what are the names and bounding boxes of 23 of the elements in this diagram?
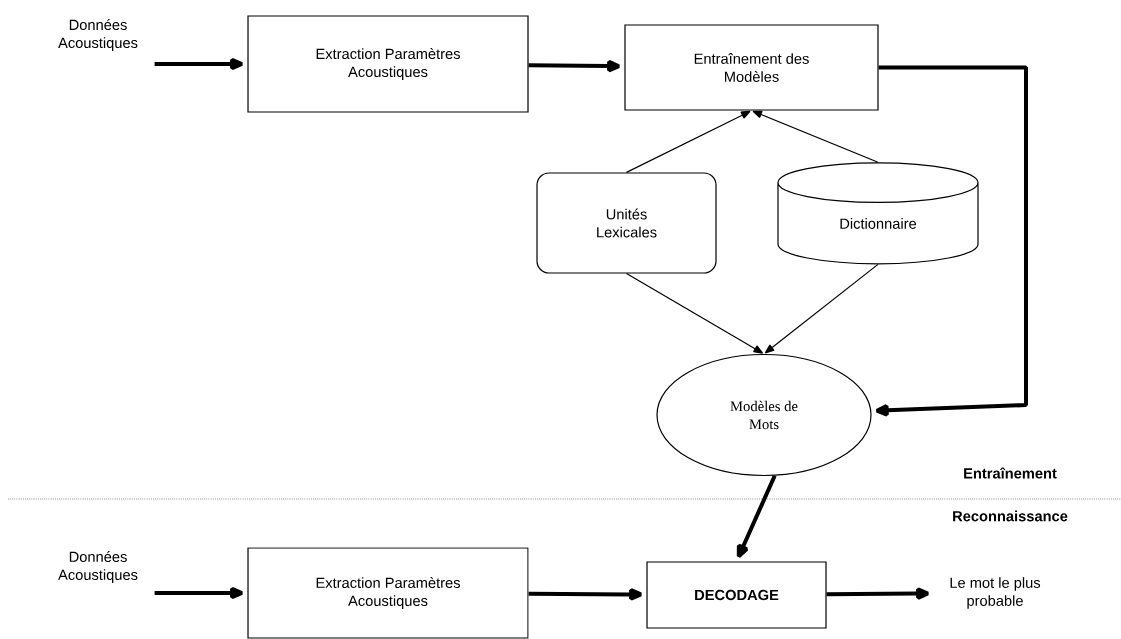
arrow xyxy=(874,65,1028,417)
section-label: Reconnaissance xyxy=(953,510,1068,522)
database-cylinder: Dictionnaire xyxy=(777,162,979,265)
arrow xyxy=(154,57,244,71)
ellipse-node: Modèles de Mots xyxy=(656,353,872,477)
arrow xyxy=(528,59,621,73)
arrow xyxy=(764,263,879,354)
output-label: Le mot le plus probable xyxy=(950,577,1041,609)
process-box: Entraînement des Modèles xyxy=(624,24,879,111)
rounded-box: Unités Lexicales xyxy=(536,172,717,274)
process-box: Extraction Paramètres Acoustiques xyxy=(247,547,529,639)
source-label: Données Acoustiques xyxy=(58,19,138,51)
arrow xyxy=(625,110,751,173)
arrow xyxy=(154,586,244,600)
decoder-box: DECODAGE xyxy=(646,561,827,629)
section-label: Entraînement xyxy=(964,467,1057,479)
source-label: Données Acoustiques xyxy=(58,551,138,583)
arrow xyxy=(736,474,777,559)
arrow xyxy=(625,273,764,354)
arrow xyxy=(752,110,879,163)
arrow xyxy=(528,588,643,601)
arrow xyxy=(826,587,930,600)
process-box: Extraction Paramètres Acoustiques xyxy=(247,15,529,113)
